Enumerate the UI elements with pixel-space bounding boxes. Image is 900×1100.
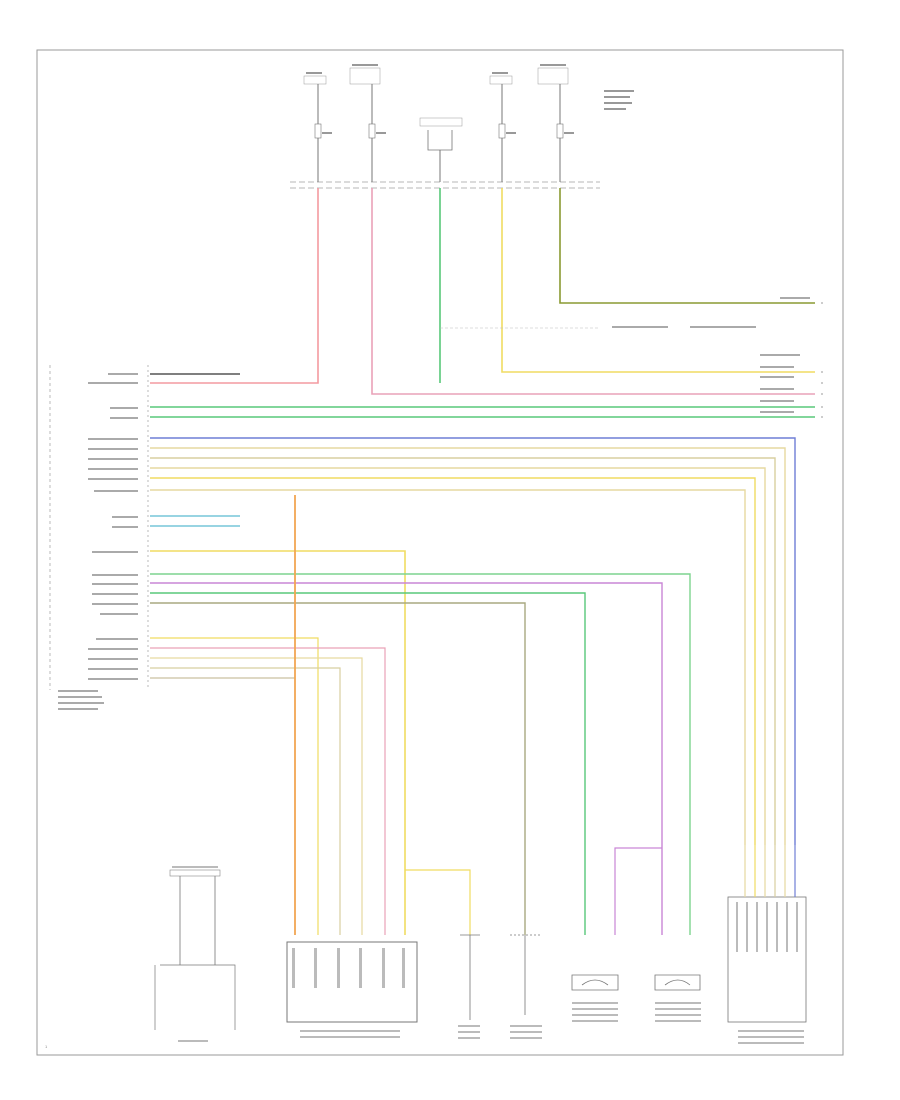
wire-green-to-tcm-sensor <box>150 573 691 935</box>
wire-violet-to-output-sensor <box>150 582 663 935</box>
wire-tan-3-to-tcm <box>150 467 766 845</box>
pcm-mid-stubs <box>150 515 240 527</box>
wire-yellow-fuse-to-right <box>501 188 815 373</box>
wire-tan-lower-2 <box>150 667 341 935</box>
wire-yellow-to-tcm <box>150 477 756 845</box>
wire-tan-to-trans-temp <box>150 602 526 935</box>
wire-pink-fuse-to-right <box>371 188 815 395</box>
fuse-block <box>290 64 634 189</box>
brake-switch-sensor <box>458 934 480 1039</box>
wire-violet-jumper <box>614 847 662 935</box>
wire-yellow-lower <box>150 637 319 935</box>
wire-blue-to-tcm <box>150 437 796 845</box>
wire-olive-fuse-to-right <box>559 188 815 304</box>
trans-temp-sensor <box>510 934 542 1039</box>
wire-yellow-feed-tap <box>405 869 471 935</box>
data-link-connector <box>154 866 236 1042</box>
wire-tan-lower-1 <box>150 657 363 935</box>
selector-switch-block <box>286 941 418 1038</box>
wire-tan-4-to-tcm <box>150 489 746 845</box>
page-border <box>36 49 844 1056</box>
wire-tan-1-to-tcm <box>150 447 786 845</box>
pcm-connector <box>49 365 149 710</box>
input-speed-sensor <box>571 974 619 1022</box>
pcm-top-stubs <box>150 373 240 384</box>
transmission-solenoid-module <box>727 845 807 1044</box>
wire-tan-2-to-tcm <box>150 457 776 845</box>
wire-pink-lower <box>150 647 386 935</box>
wire-red-fuse-to-pcm <box>240 188 319 384</box>
page-number: 1 <box>45 1044 48 1049</box>
wire-yellow-to-switch <box>150 550 406 935</box>
output-speed-sensor <box>654 974 701 1022</box>
offpage-connectors <box>612 297 823 418</box>
